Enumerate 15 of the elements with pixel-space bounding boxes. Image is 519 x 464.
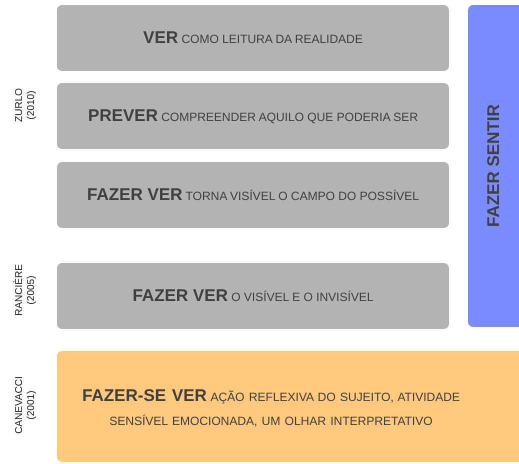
box-text: VER COMO LEITURA DA REALIDADE xyxy=(143,27,363,50)
box-text: FAZER-SE VER AÇÃO REFLEXIVA DO SUJEITO, ATIVIDADE SENSÍVEL EMOCIONADA, UM OLHAR INTERPRETATIVO xyxy=(81,384,461,430)
box-text: FAZER VER O VISÍVEL E O INVISÍVEL xyxy=(132,285,374,308)
author-label: RANCIÈRE (2005) xyxy=(14,264,38,316)
box-text: FAZER VER TORNA VISÍVEL O CAMPO DO POSSÍVEL xyxy=(87,184,419,206)
category-box xyxy=(57,5,449,71)
author-label: ZURLO (2010) xyxy=(14,88,38,122)
box-text: PREVER COMPREENDER AQUILO QUE PODERIA SER xyxy=(88,105,418,128)
category-box xyxy=(57,83,449,149)
category-box xyxy=(57,351,519,462)
category-box xyxy=(57,162,449,228)
box-text: FAZER SENTIR xyxy=(482,104,504,228)
category-box xyxy=(468,5,519,327)
category-box xyxy=(57,263,449,329)
author-label: CANEVACCI (2001) xyxy=(14,376,38,434)
